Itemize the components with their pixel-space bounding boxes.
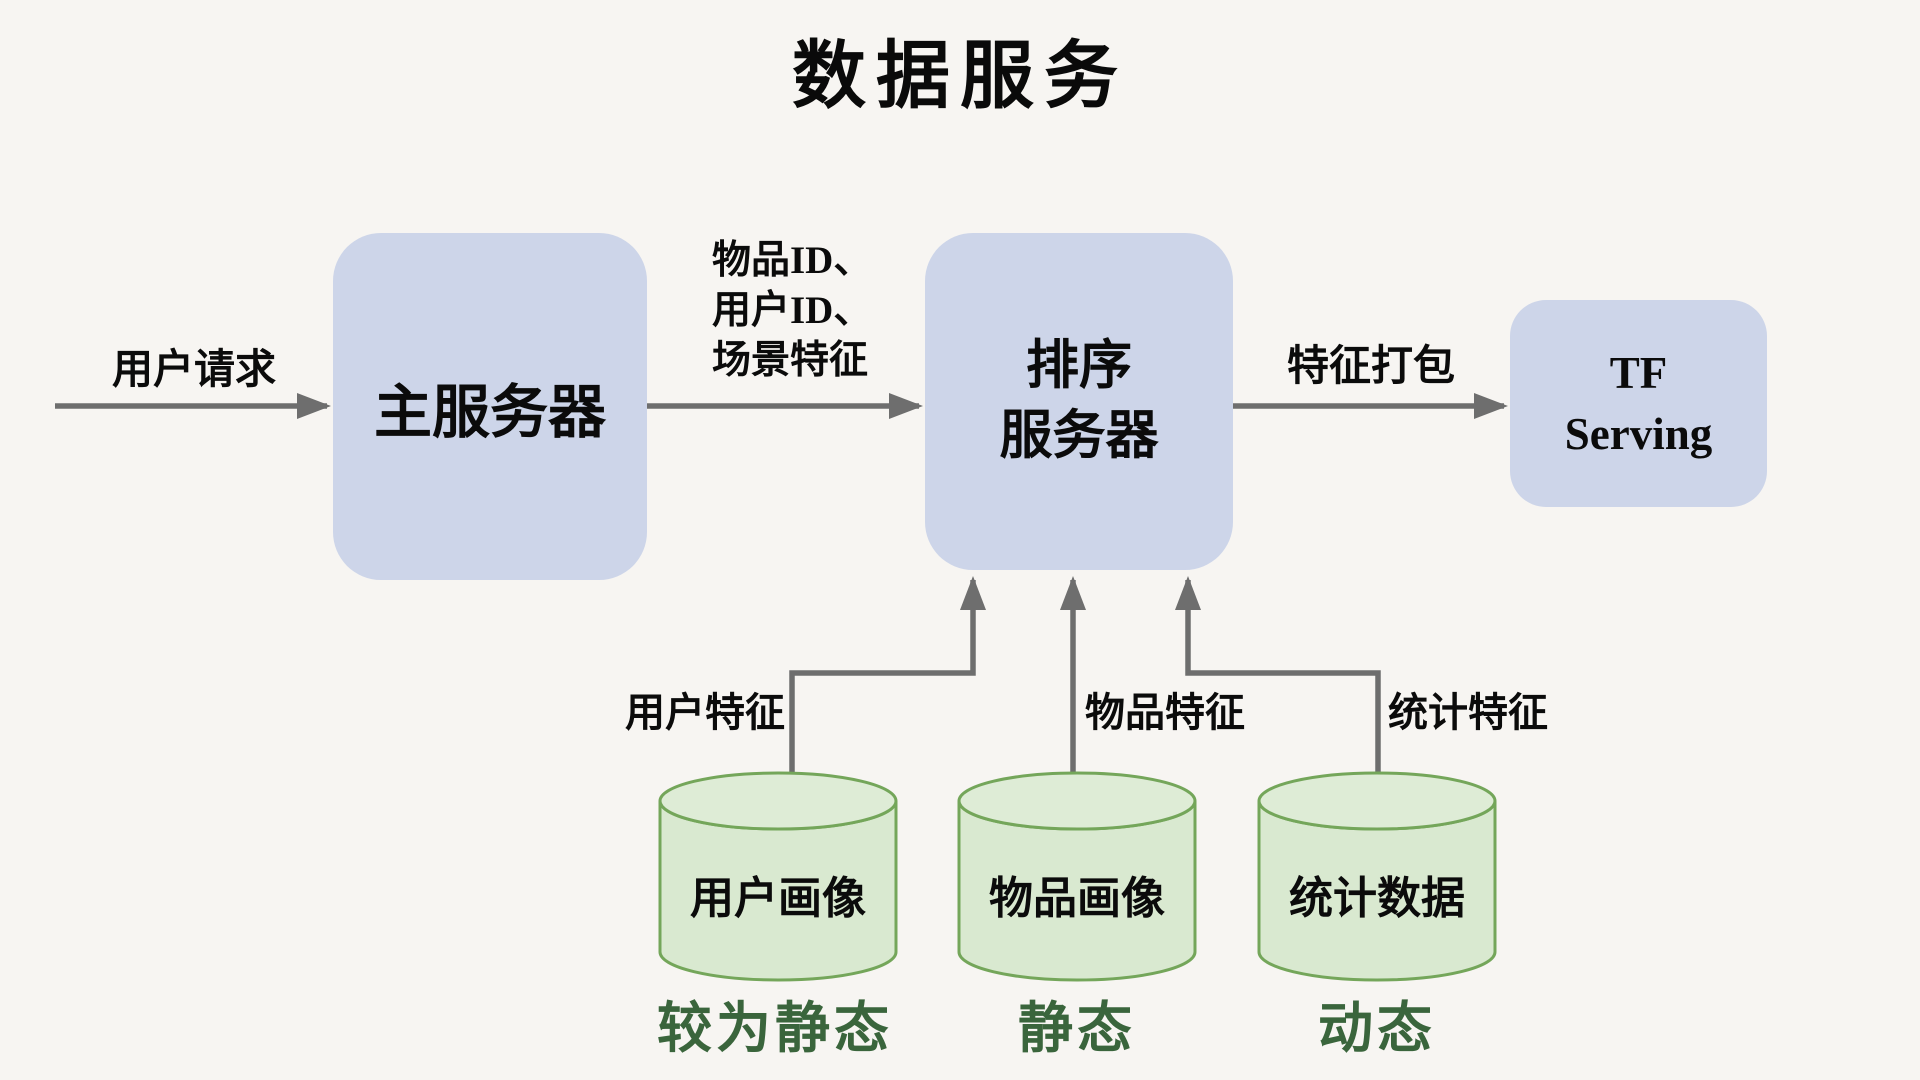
edge-label-feature-pack: 特征打包	[1286, 344, 1455, 390]
db-label-statistics: 统计数据	[1289, 874, 1465, 923]
edge-label-user-features: 用户特征	[625, 690, 785, 735]
node-tf-serving-label: TF Serving	[1564, 347, 1713, 459]
db-label-item-profile: 物品画像	[989, 874, 1165, 923]
node-main-server-label: 主服务器	[373, 379, 606, 445]
node-ranking-server: 排序 服务器	[925, 233, 1233, 570]
db-label-user-profile: 用户画像	[690, 874, 866, 923]
db-caption-item-profile: 静态	[1017, 998, 1136, 1059]
node-main-server: 主服务器	[333, 233, 647, 580]
db-caption-user-profile: 较为静态	[656, 998, 893, 1059]
arrow-stat-features	[1175, 576, 1381, 772]
node-tf-serving: TF Serving	[1510, 300, 1767, 507]
arrow-user-features	[789, 576, 986, 772]
node-ranking-server-label: 排序 服务器	[999, 336, 1159, 465]
diagram-title: 数据服务	[792, 36, 1128, 118]
edge-label-stat-features: 统计特征	[1388, 690, 1548, 735]
db-caption-statistics: 动态	[1317, 998, 1436, 1059]
db-cylinder-item-profile	[957, 771, 1197, 982]
db-cylinder-user-profile	[658, 771, 898, 982]
edge-label-ids-and-scene: 物品ID、 用户ID、 场景特征	[712, 239, 873, 382]
db-cylinder-statistics	[1257, 771, 1497, 982]
edge-label-item-features: 物品特征	[1085, 690, 1245, 735]
edge-label-user-request: 用户请求	[112, 346, 276, 392]
